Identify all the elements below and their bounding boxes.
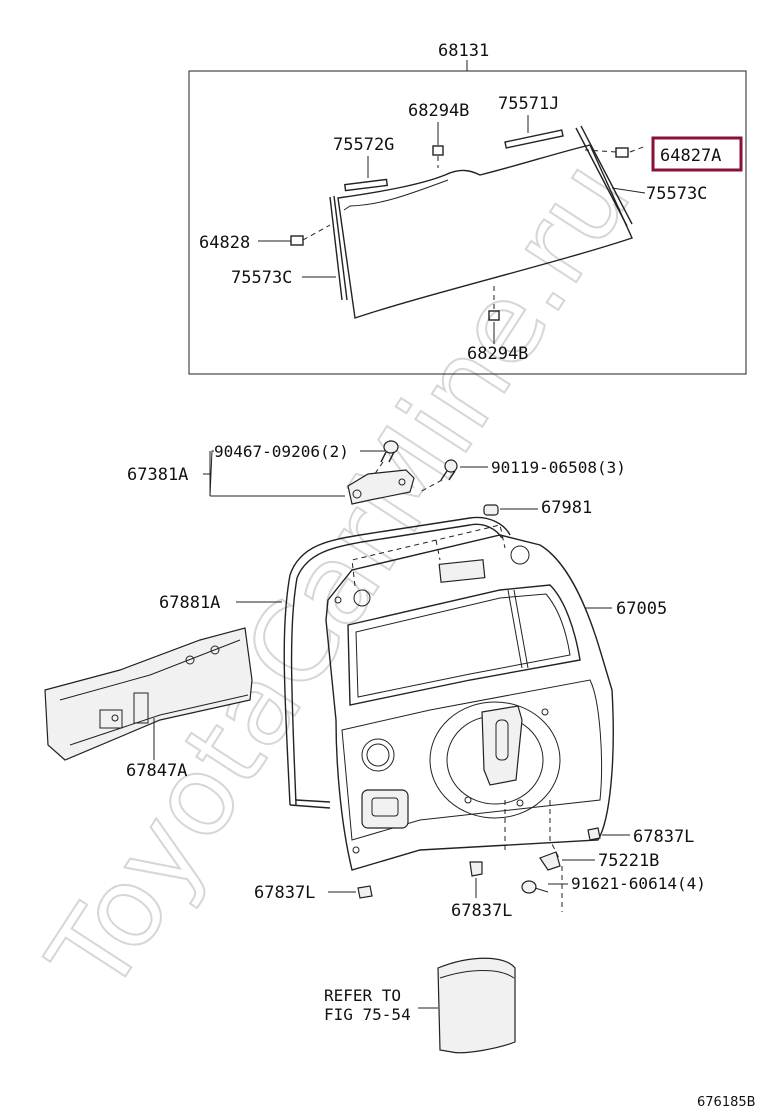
molding-j[interactable]	[504, 129, 564, 149]
label-68294b-bottom: 68294B	[467, 344, 528, 364]
label-75221b: 75221B	[598, 851, 659, 871]
label-67837l-center: 67837L	[451, 901, 512, 921]
molding-right[interactable]	[575, 125, 633, 227]
molding-g[interactable]	[344, 178, 388, 192]
back-door-group: 67881A 67005	[159, 516, 667, 871]
label-90119: 90119-06508(3)	[491, 458, 626, 477]
label-64828: 64828	[199, 233, 250, 253]
clip-67837l-left[interactable]	[357, 885, 373, 899]
bracket-75221b[interactable]	[539, 851, 561, 871]
label-75572g: 75572G	[333, 135, 394, 155]
label-75571j: 75571J	[498, 94, 559, 114]
refer-line-1: REFER TO	[324, 986, 401, 1005]
label-67981: 67981	[541, 498, 592, 518]
highlight-box	[651, 136, 743, 172]
clip-67837l-right[interactable]	[587, 827, 601, 841]
label-67005: 67005	[616, 599, 667, 619]
label-64827a: 64827A	[660, 146, 721, 166]
spare-tire-recess	[429, 701, 561, 819]
back-door-panel[interactable]	[325, 534, 614, 871]
door-hole	[361, 738, 395, 772]
label-90467: 90467-09206(2)	[214, 442, 349, 461]
bolt-91621[interactable]	[521, 880, 549, 894]
label-67881a: 67881A	[159, 593, 220, 613]
door-handle-recess	[361, 789, 409, 829]
hinge-bolt-right[interactable]	[440, 459, 458, 481]
stopper-top[interactable]	[432, 145, 444, 156]
label-67847a: 67847A	[126, 761, 187, 781]
hinge-assembly[interactable]	[347, 469, 415, 505]
label-68131: 68131	[438, 41, 489, 61]
label-75573c-right: 75573C	[646, 184, 707, 204]
molding-left[interactable]	[329, 195, 348, 301]
glass-group: 68131 68294B 75571J 75572G 64827A 75573C…	[188, 41, 747, 375]
back-glass[interactable]	[337, 144, 633, 319]
refer-group: REFER TO FIG 75-54	[324, 957, 516, 1054]
hinge-group: 90467-09206(2) 67381A 90119-06508(3) 679…	[127, 440, 626, 518]
weatherstrip-67881a[interactable]	[283, 516, 511, 806]
clip-64828[interactable]	[290, 235, 304, 246]
label-67837l-right: 67837L	[633, 827, 694, 847]
fasteners-group: 67837L 75221B 91621-60614(4) 67837L 6783…	[254, 827, 706, 921]
trim-cover-ref[interactable]	[437, 957, 516, 1054]
label-67837l-left: 67837L	[254, 883, 315, 903]
label-91621: 91621-60614(4)	[571, 874, 706, 893]
clip-67837l-center[interactable]	[469, 861, 483, 877]
door-window-opening	[347, 584, 581, 706]
clip-64827a[interactable]	[615, 147, 629, 158]
hinge-bolt-left[interactable]	[380, 440, 399, 463]
refer-line-2: FIG 75-54	[324, 1005, 411, 1024]
diagram-code: 676185B	[697, 1095, 756, 1110]
stopper-67981[interactable]	[483, 504, 499, 516]
trim-panel-group: 67847A	[44, 627, 253, 781]
label-67381a: 67381A	[127, 465, 188, 485]
label-68294b-top: 68294B	[408, 101, 469, 121]
stopper-bottom[interactable]	[488, 310, 500, 321]
label-75573c-left: 75573C	[231, 268, 292, 288]
